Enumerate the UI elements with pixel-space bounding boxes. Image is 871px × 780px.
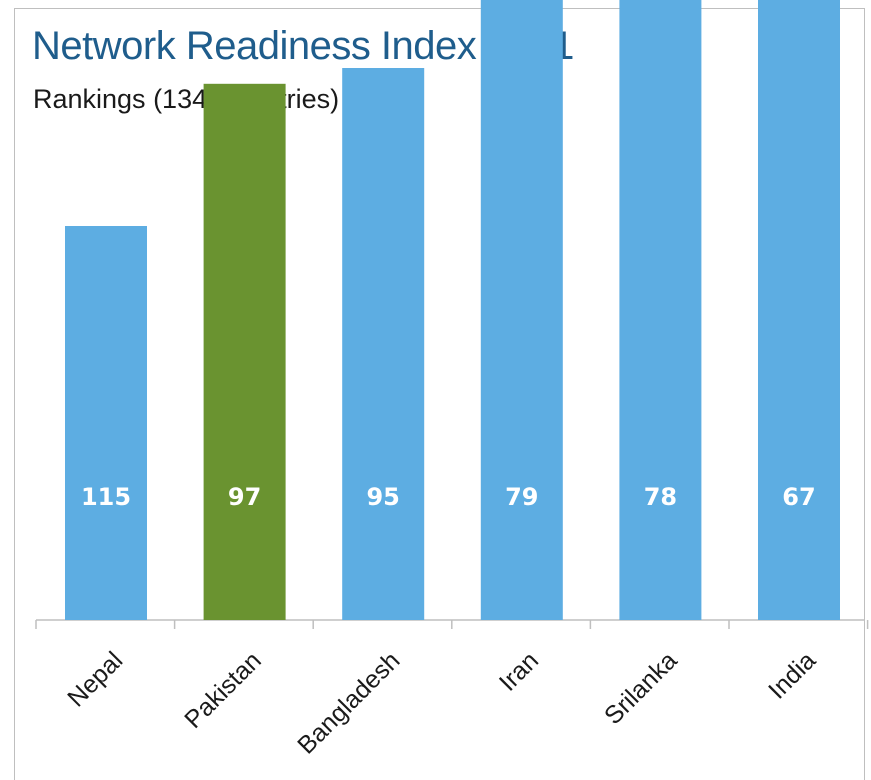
category-label-bangladesh: Bangladesh [292,646,405,759]
data-label-nepal: 115 [81,483,131,511]
data-label-bangladesh: 95 [366,483,399,511]
bar-pakistan [203,83,286,621]
category-label-nepal: Nepal [62,646,128,712]
bar-bangladesh [342,68,425,620]
data-label-pakistan: 97 [228,483,261,511]
category-label-srilanka: Srilanka [599,646,683,730]
category-label-pakistan: Pakistan [179,646,267,734]
chart-frame [14,8,865,780]
bar-srilanka [619,0,702,620]
category-label-iran: Iran [494,646,544,696]
category-label-india: India [763,646,821,704]
bar-nepal [65,226,147,620]
data-label-srilanka: 78 [644,483,677,511]
bar-india [758,0,840,621]
data-label-iran: 79 [505,483,538,511]
chart-subtitle: Rankings (134 Countries) [33,84,340,114]
bar-iran [480,0,563,621]
data-label-india: 67 [782,483,815,511]
